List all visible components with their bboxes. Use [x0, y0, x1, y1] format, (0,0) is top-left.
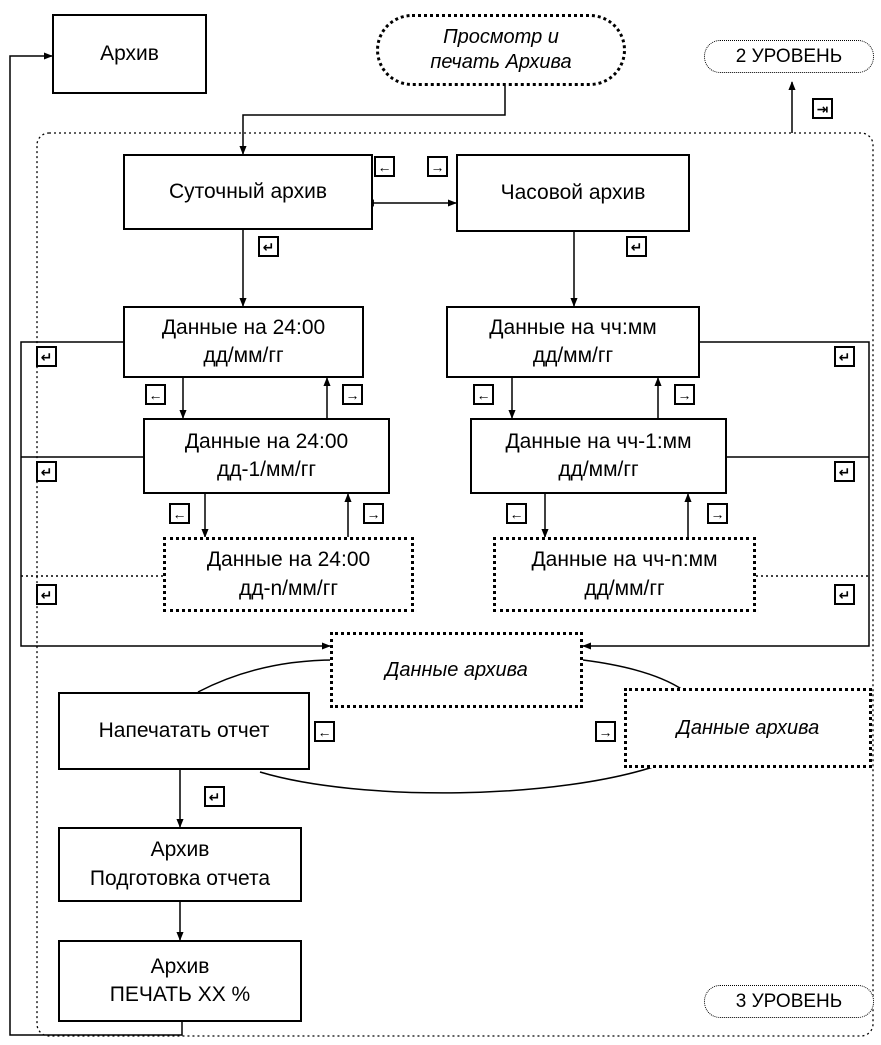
daily-record-prev-title: Данные на 24:00	[184, 429, 349, 453]
hourly-record-prev-box: Данные на чч-1:мм дд/мм/гг	[470, 418, 727, 494]
left-key-icon: ←	[473, 384, 494, 405]
archive-label: Архив	[100, 41, 159, 65]
daily-record-n-title: Данные на 24:00	[206, 548, 371, 572]
daily-record-n-date: дд-n/мм/гг	[238, 576, 339, 600]
enter-key-icon: ↵	[204, 786, 225, 807]
enter-key-icon: ↵	[36, 346, 57, 367]
left-key-icon: ←	[374, 156, 395, 177]
daily-archive-box: Суточный архив	[123, 154, 373, 230]
cycle-arc-top-right	[582, 659, 684, 691]
enter-key-icon: ↵	[834, 346, 855, 367]
daily-record-title: Данные на 24:00	[161, 315, 326, 339]
hourly-record-prev-date: дд/мм/гг	[558, 458, 639, 481]
printing-status: ПЕЧАТЬ XX %	[109, 983, 251, 1006]
view-to-daily	[239, 86, 506, 155]
hourly-record-n-title: Данные на чч-n:мм	[531, 548, 718, 572]
level3-badge: 3 УРОВЕНЬ	[704, 985, 874, 1018]
exit-key-icon: ⇥	[812, 98, 833, 119]
hourly-record-n-box: Данные на чч-n:мм дд/мм/гг	[493, 537, 756, 612]
right-key-icon: →	[707, 503, 728, 524]
right-key-icon: →	[674, 384, 695, 405]
view-print-line2: печать Архива	[430, 51, 572, 73]
archive-data-label: Данные архива	[385, 658, 528, 681]
daily-record-prev-box: Данные на 24:00 дд-1/мм/гг	[143, 418, 390, 494]
print-report-label: Напечатать отчет	[98, 718, 270, 742]
level2-label: 2 УРОВЕНЬ	[735, 45, 843, 67]
cycle-arc-top-left	[197, 659, 336, 693]
hourly-record-prev-title: Данные на чч-1:мм	[505, 429, 692, 453]
hourly-record-title: Данные на чч:мм	[489, 315, 657, 339]
hourly-archive-box: Часовой архив	[456, 154, 690, 232]
right-bus	[582, 341, 870, 650]
hourly-archive-label: Часовой архив	[500, 180, 646, 204]
enter-key-icon: ↵	[626, 236, 647, 257]
printing-title: Архив	[150, 954, 210, 978]
hourly-record-n-date: дд/мм/гг	[584, 576, 665, 600]
right-key-icon: →	[363, 503, 384, 524]
archive-box: Архив	[52, 14, 207, 94]
hourly-record-date: дд/мм/гг	[532, 344, 614, 367]
right-key-icon: →	[427, 156, 448, 177]
enter-key-icon: ↵	[258, 236, 279, 257]
enter-key-icon: ↵	[834, 584, 855, 605]
cycle-arc-bottom	[259, 763, 663, 794]
daily-record-n-box: Данные на 24:00 дд-n/мм/гг	[163, 537, 414, 612]
archive-data-alt-label: Данные архива	[676, 716, 820, 739]
prep-report-box: Архив Подготовка отчета	[58, 827, 302, 902]
left-key-icon: ←	[169, 503, 190, 524]
left-key-icon: ←	[145, 384, 166, 405]
left-key-icon: ←	[314, 721, 335, 742]
left-key-icon: ←	[506, 503, 527, 524]
print-report-box: Напечатать отчет	[58, 692, 310, 770]
daily-record-prev-date: дд-1/мм/гг	[216, 458, 317, 481]
level2-badge: 2 УРОВЕНЬ	[704, 40, 874, 73]
level3-frame	[36, 132, 874, 1037]
archive-data-box: Данные архива	[330, 632, 583, 708]
right-key-icon: →	[342, 384, 363, 405]
daily-record-box: Данные на 24:00 дд/мм/гг	[123, 306, 364, 378]
prep-report-title: Архив	[150, 838, 210, 862]
enter-key-icon: ↵	[36, 461, 57, 482]
daily-archive-label: Суточный архив	[169, 179, 327, 203]
right-key-icon: →	[595, 721, 616, 742]
enter-key-icon: ↵	[36, 584, 57, 605]
daily-record-date: дд/мм/гг	[203, 344, 284, 367]
hourly-record-box: Данные на чч:мм дд/мм/гг	[446, 306, 700, 378]
view-print-line1: Просмотр и	[443, 26, 559, 48]
archive-data-box-alt: Данные архива	[624, 688, 872, 768]
loop-to-archive	[9, 52, 183, 1036]
printing-box: Архив ПЕЧАТЬ XX %	[58, 940, 302, 1022]
level3-label: 3 УРОВЕНЬ	[735, 990, 843, 1012]
view-print-node: Просмотр и печать Архива	[376, 14, 626, 86]
prep-report-status: Подготовка отчета	[89, 866, 271, 890]
left-bus	[20, 341, 331, 650]
enter-key-icon: ↵	[834, 461, 855, 482]
